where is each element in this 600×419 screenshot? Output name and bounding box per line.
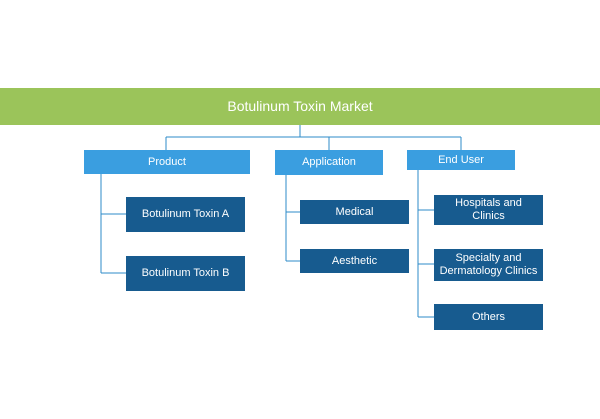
item-label: Botulinum Toxin B (141, 267, 230, 279)
diagram-title-text: Botulinum Toxin Market (227, 98, 373, 114)
category-application-label: Application (302, 156, 356, 168)
item-label: Hospitals and Clinics (455, 197, 522, 222)
item-botulinum-toxin-b: Botulinum Toxin B (126, 256, 245, 291)
item-hospitals-and-clinics: Hospitals and Clinics (434, 195, 543, 225)
diagram-title: Botulinum Toxin Market (0, 88, 600, 125)
item-botulinum-toxin-a: Botulinum Toxin A (126, 197, 245, 232)
item-others: Others (434, 304, 543, 330)
category-application: Application (275, 150, 383, 175)
category-product: Product (84, 150, 250, 174)
category-product-label: Product (148, 155, 186, 168)
item-label: Aesthetic (331, 254, 378, 267)
item-specialty-and-dermatology-clinics: Specialty and Dermatology Clinics (434, 249, 543, 281)
category-end-user: End User (407, 150, 515, 170)
item-aesthetic: Aesthetic (300, 249, 409, 273)
item-label: Botulinum Toxin A (141, 208, 230, 220)
item-label: Specialty and Dermatology Clinics (439, 252, 538, 277)
item-label: Others (471, 310, 505, 323)
category-end-user-label: End User (438, 153, 484, 166)
item-medical: Medical (300, 200, 409, 224)
item-label: Medical (335, 205, 374, 218)
